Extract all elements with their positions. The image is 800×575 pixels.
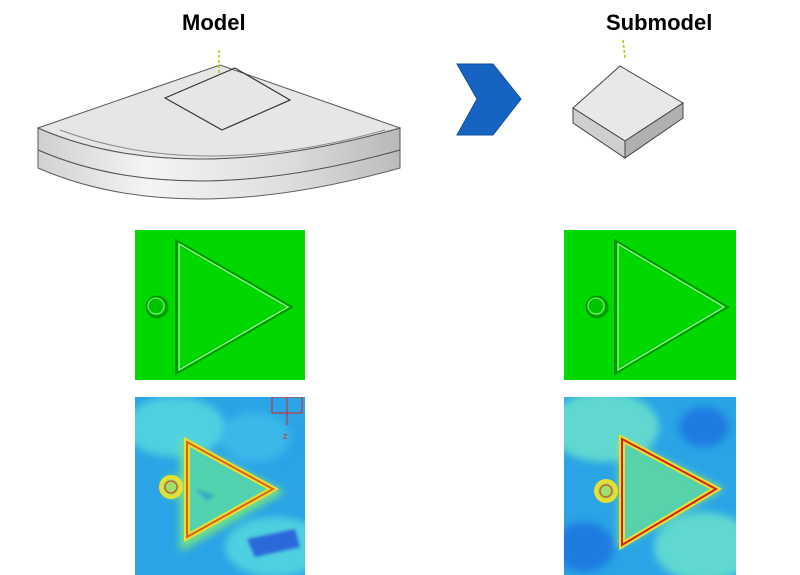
model-stress-contour: z [135,397,305,575]
model-deformation-plot [135,230,305,380]
flow-arrow-icon [456,63,522,136]
model-geometry [36,50,402,200]
submodel-geometry [572,39,684,159]
submodel-deformation-plot [564,230,736,380]
model-title: Model [182,10,246,35]
axis-triad-icon [271,397,303,425]
axis-z-label: z [283,431,288,441]
submodel-title: Submodel [606,10,713,35]
submodel-stress-contour [564,397,736,575]
submodel-region [163,67,292,131]
